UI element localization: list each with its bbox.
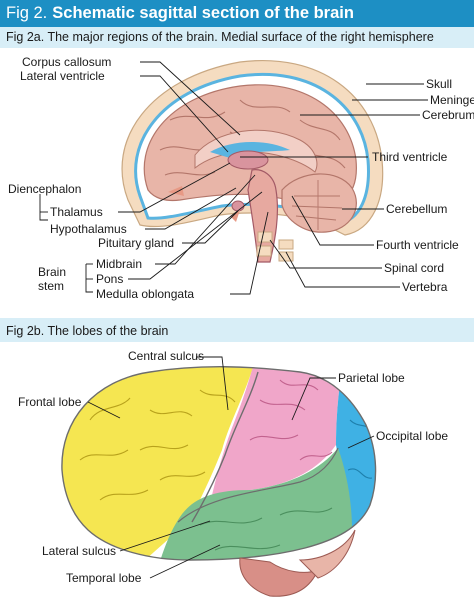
sinus-shapes [168,186,240,222]
label-temporal-lobe: Temporal lobe [66,571,142,585]
label-spinal-cord: Spinal cord [384,261,444,275]
figure-title: Schematic sagittal section of the brain [52,4,354,22]
figure-header: Fig 2. Schematic sagittal section of the… [0,0,474,27]
label-pituitary-gland: Pituitary gland [98,236,174,250]
label-central-sulcus: Central sulcus [128,349,204,363]
label-frontal-lobe: Frontal lobe [18,395,82,409]
label-pons: Pons [96,272,123,286]
thalamus-shape [227,150,269,170]
label-lateral-sulcus: Lateral sulcus [42,544,116,558]
label-lateral-ventricle: Lateral ventricle [20,69,105,83]
cerebellum-shape [281,173,357,233]
label-cerebellum: Cerebellum [386,202,447,216]
label-corpus-callosum: Corpus callosum [22,55,111,69]
fig2a-caption: Fig 2a. The major regions of the brain. … [6,30,434,44]
label-hypothalamus: Hypothalamus [50,222,127,236]
label-diencephalon: Diencephalon [8,182,81,196]
pituitary-shape [231,200,245,212]
label-vertebra: Vertebra [402,280,448,294]
label-skull: Skull [426,77,452,91]
fig2b-caption: Fig 2b. The lobes of the brain [6,324,169,338]
lateral-ventricle-shape [210,141,290,158]
label-meninges: Meninges [430,93,474,107]
label-brain-stem-line2: stem [38,279,64,293]
label-occipital-lobe: Occipital lobe [376,429,448,443]
label-medulla-oblongata: Medulla oblongata [96,287,194,301]
figure-number: Fig 2. [6,4,48,22]
temporal-lobe-region [150,448,352,560]
label-thalamus: Thalamus [50,205,103,219]
label-midbrain: Midbrain [96,257,142,271]
label-third-ventricle: Third ventricle [372,150,448,164]
label-parietal-lobe: Parietal lobe [338,371,405,385]
label-cerebrum: Cerebrum [422,108,474,122]
label-fourth-ventricle: Fourth ventricle [376,238,459,252]
lobes-drawing [61,366,377,597]
label-brain-stem-line1: Brain [38,265,66,279]
fig2b-leader-lines [87,356,375,579]
fig2a-leader-lines [39,61,428,295]
